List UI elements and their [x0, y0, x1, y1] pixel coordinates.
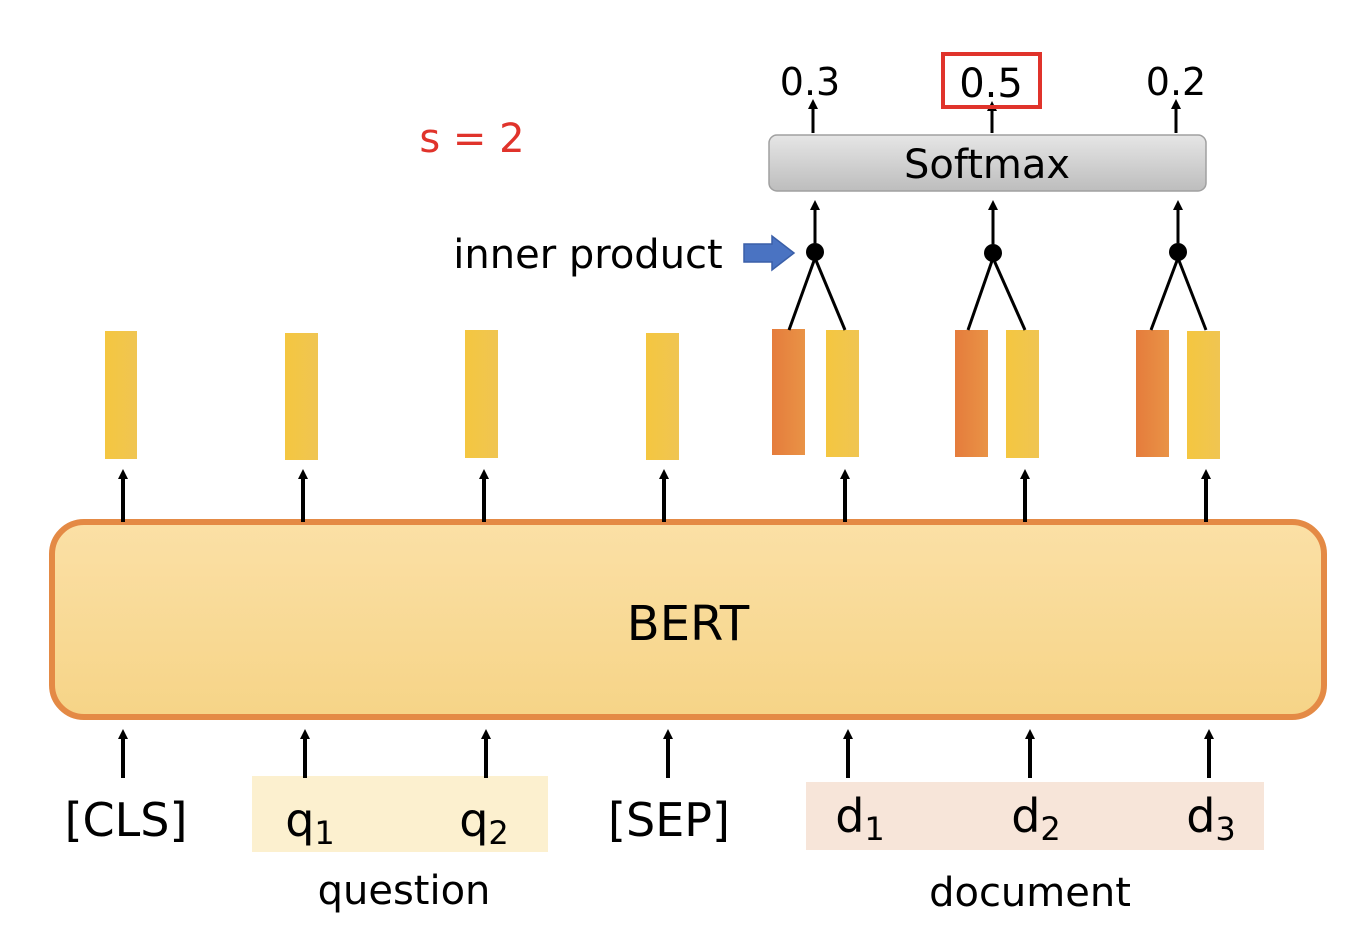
start-vector-1	[772, 329, 805, 455]
probability-d2: 0.5	[959, 61, 1023, 107]
inner-product-dot	[1169, 243, 1187, 261]
vector-q1	[285, 333, 318, 460]
inner-product-dot	[806, 243, 824, 261]
vector-sep	[646, 333, 679, 460]
dot-to-softmax-arrows	[810, 200, 1183, 244]
token-d2: d2	[1011, 789, 1061, 848]
inner-product-pointer-arrow	[743, 234, 796, 272]
inner-product-dot	[984, 244, 1002, 262]
start-index-label: s = 2	[419, 116, 524, 162]
token-d3: d3	[1186, 789, 1236, 848]
token-d1: d1	[835, 789, 885, 848]
max-probability-highlight	[941, 52, 1042, 109]
vector-d1	[826, 330, 859, 457]
input-arrows	[118, 729, 1214, 778]
vector-q2	[465, 330, 498, 458]
question-highlight	[252, 776, 548, 852]
start-vector-3	[1136, 330, 1169, 457]
probability-d1: 0.3	[780, 60, 840, 104]
token-q1: q1	[285, 793, 335, 852]
probability-d3: 0.2	[1146, 60, 1206, 104]
inner-product-label: inner product	[453, 232, 722, 278]
document-highlight	[806, 782, 1264, 850]
output-vectors	[105, 329, 1220, 460]
input-tokens: [CLS] q1 q2 [SEP] d1 d2 d3	[65, 789, 1236, 852]
vector-cls	[105, 331, 137, 459]
start-vector-2	[955, 330, 988, 457]
vector-d2	[1006, 330, 1039, 458]
token-sep: [SEP]	[608, 793, 730, 847]
document-group-label: document	[929, 870, 1131, 916]
softmax-box: Softmax	[768, 134, 1207, 192]
inner-product-nodes	[787, 257, 1208, 331]
token-q2: q2	[459, 793, 509, 852]
bert-label: BERT	[627, 596, 750, 652]
question-group-label: question	[318, 868, 491, 914]
output-arrows	[118, 469, 1211, 522]
token-cls: [CLS]	[65, 793, 188, 847]
softmax-label: Softmax	[904, 142, 1070, 188]
bert-block: BERT	[49, 519, 1327, 720]
vector-d3	[1187, 331, 1220, 459]
softmax-output-arrows	[808, 99, 1181, 133]
